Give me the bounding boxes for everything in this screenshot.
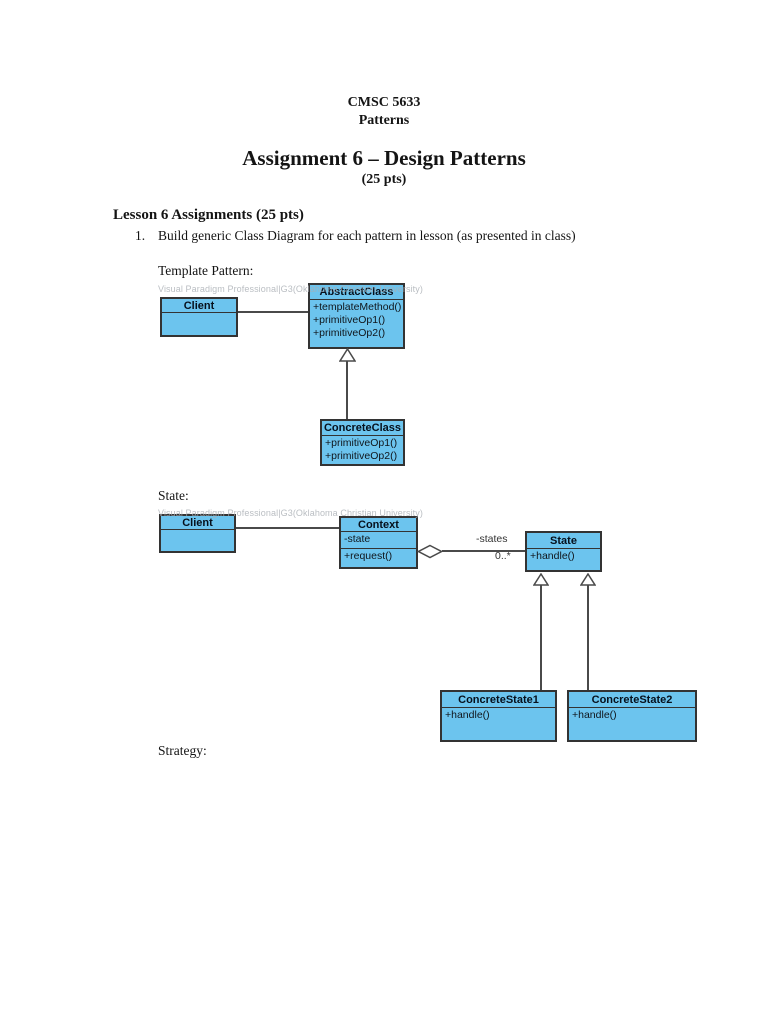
class-attribute: -state (341, 532, 416, 549)
association-role-label: -states (476, 533, 508, 545)
class-method: +handle() (530, 550, 575, 562)
assignment-points: (25 pts) (361, 172, 407, 187)
association-line (236, 527, 339, 529)
class-title: Context (341, 518, 416, 532)
class-title: ConcreteState2 (569, 692, 695, 708)
class-method: +primitiveOp2() (325, 450, 398, 462)
class-title: Client (161, 516, 234, 530)
class-method: +request() (344, 550, 393, 562)
class-box-concretestate2: ConcreteState2 +handle() (567, 690, 697, 742)
course-subject: Patterns (358, 113, 410, 128)
class-title: State (527, 533, 600, 549)
class-method: +handle() (445, 709, 490, 721)
inheritance-arrow-icon (339, 348, 356, 362)
title-block: Assignment 6 – Design Patterns (25 pts) (0, 146, 768, 188)
class-method: +handle() (572, 709, 617, 721)
state-label: State: (158, 488, 189, 503)
class-box-concretestate1: ConcreteState1 +handle() (440, 690, 557, 742)
course-header: CMSC 5633 Patterns (0, 94, 768, 130)
inheritance-line (587, 585, 589, 690)
class-box-state: State +handle() (525, 531, 602, 572)
class-box-context: Context -state +request() (339, 516, 418, 569)
template-pattern-label: Template Pattern: (158, 263, 254, 278)
association-line (442, 550, 525, 552)
course-code: CMSC 5633 (347, 95, 421, 110)
class-method: +primitiveOp1() (325, 437, 398, 449)
inheritance-arrow-icon (580, 573, 596, 586)
association-multiplicity-label: 0..* (495, 550, 511, 562)
list-item-text: Build generic Class Diagram for each pat… (158, 228, 576, 243)
list-item-number: 1. (135, 228, 146, 243)
section-heading: Lesson 6 Assignments (25 pts) (113, 207, 304, 223)
inheritance-line (346, 361, 348, 419)
class-box-abstractclass: AbstractClass +templateMethod() +primiti… (308, 283, 405, 349)
inheritance-arrow-icon (533, 573, 549, 586)
inheritance-line (540, 585, 542, 690)
class-title: AbstractClass (310, 285, 403, 300)
watermark-state: Visual Paradigm Professional|G3(Oklahoma… (158, 508, 423, 518)
class-box-client-state: Client (159, 514, 236, 553)
list-item-1: 1. Build generic Class Diagram for each p… (135, 228, 576, 244)
class-title: Client (162, 299, 236, 313)
class-title: ConcreteState1 (442, 692, 555, 708)
aggregation-diamond-icon (417, 544, 443, 559)
class-method: +primitiveOp1() (313, 314, 386, 326)
class-method: +primitiveOp2() (313, 327, 386, 339)
watermark-template: Visual Paradigm Professional|G3(Oklahoma… (158, 284, 423, 294)
class-method: +templateMethod() (313, 301, 402, 313)
assignment-title: Assignment 6 – Design Patterns (242, 146, 526, 170)
class-title: ConcreteClass (322, 422, 403, 436)
association-line (237, 311, 308, 313)
strategy-label: Strategy: (158, 743, 207, 758)
class-box-concreteclass: ConcreteClass +primitiveOp1() +primitive… (320, 419, 405, 466)
class-box-client-template: Client (160, 297, 238, 337)
